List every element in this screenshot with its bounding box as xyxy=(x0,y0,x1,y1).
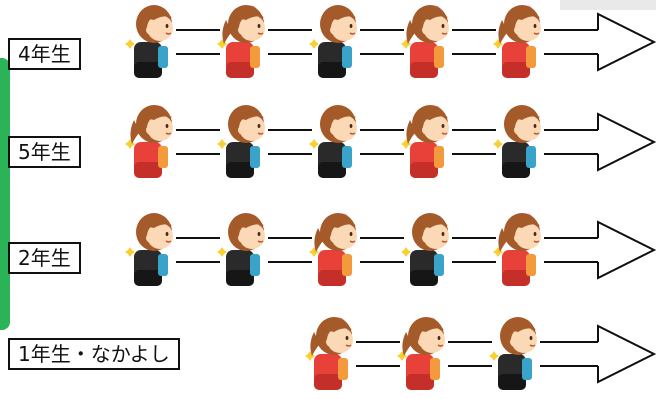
girl-student-icon xyxy=(304,210,366,290)
girl-student-icon xyxy=(392,314,454,394)
row-grade-4: 4年生 xyxy=(0,2,656,82)
arrow-head xyxy=(597,12,656,72)
arrow-icon xyxy=(176,12,656,72)
row-label: 2年生 xyxy=(8,242,81,274)
boy-student-icon xyxy=(396,210,458,290)
boy-student-icon xyxy=(212,210,274,290)
boy-student-icon xyxy=(488,102,550,182)
arrow-icon xyxy=(176,112,656,172)
arrow-head xyxy=(597,112,656,172)
girl-student-icon xyxy=(120,102,182,182)
girl-student-icon xyxy=(396,2,458,82)
green-side-bar xyxy=(0,58,10,330)
row-grade-5: 5年生 xyxy=(0,102,656,182)
girl-student-icon xyxy=(396,102,458,182)
top-right-tab xyxy=(560,0,656,10)
girl-student-icon xyxy=(488,210,550,290)
row-grade-1-nakayoshi: 1年生・なかよし xyxy=(0,314,656,394)
row-label: 5年生 xyxy=(8,136,81,168)
row-label: 1年生・なかよし xyxy=(8,338,180,370)
girl-student-icon xyxy=(488,2,550,82)
boy-student-icon xyxy=(120,2,182,82)
boy-student-icon xyxy=(304,102,366,182)
boy-student-icon xyxy=(484,314,546,394)
boy-student-icon xyxy=(304,2,366,82)
row-label: 4年生 xyxy=(8,38,81,70)
arrow-icon xyxy=(356,324,656,384)
arrow-head xyxy=(597,220,656,280)
arrow-head xyxy=(597,324,656,384)
arrow-icon xyxy=(176,220,656,280)
girl-student-icon xyxy=(212,2,274,82)
boy-student-icon xyxy=(120,210,182,290)
row-grade-2: 2年生 xyxy=(0,210,656,290)
girl-student-icon xyxy=(300,314,362,394)
boy-student-icon xyxy=(212,102,274,182)
